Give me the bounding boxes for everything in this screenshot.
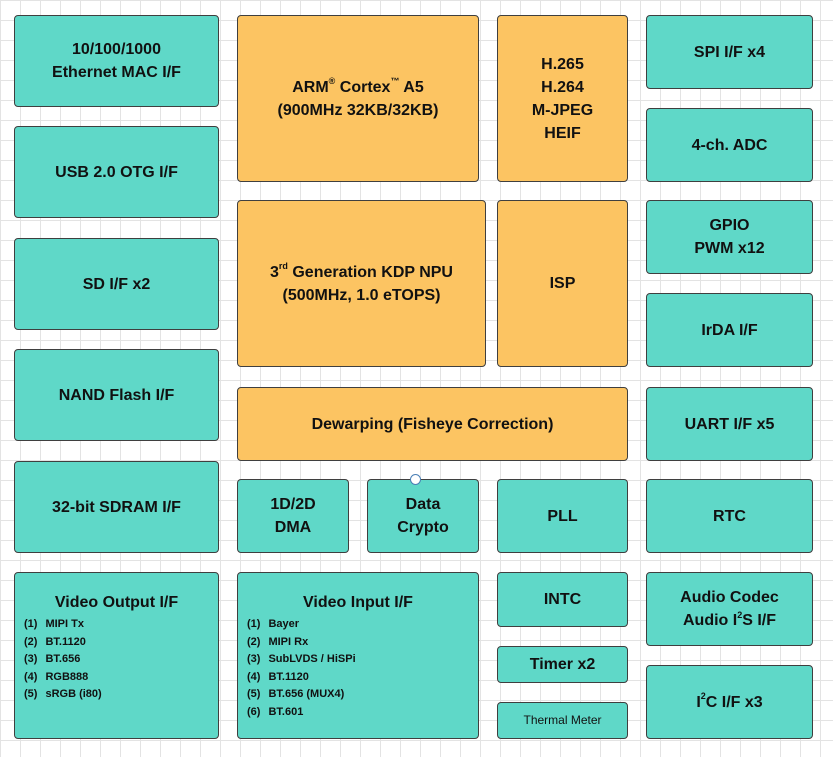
audio-codec-block: Audio Codec Audio I2S I/F xyxy=(646,572,813,646)
audio-i2s-label: Audio I2S I/F xyxy=(682,609,776,629)
video-input-block: Video Input I/F (1)Bayer (2)MIPI Rx (3)S… xyxy=(237,572,479,739)
connection-handle[interactable] xyxy=(410,474,421,485)
list-item: (5)sRGB (i80) xyxy=(24,688,102,700)
list-item: (3)BT.656 xyxy=(24,653,81,665)
crypto-label-1: Data xyxy=(405,496,441,513)
list-item: (4)RGB888 xyxy=(24,670,89,683)
list-item: (1)MIPI Tx xyxy=(24,618,84,630)
isp-label: ISP xyxy=(549,275,576,292)
usb-otg-block: USB 2.0 OTG I/F xyxy=(14,126,219,218)
sd-if-block: SD I/F x2 xyxy=(14,238,219,330)
pll-label: PLL xyxy=(547,507,578,525)
nand-flash-block: NAND Flash I/F xyxy=(14,349,219,441)
video-input-list: (1)Bayer (2)MIPI Rx (3)SubLVDS / HiSPi (… xyxy=(238,616,478,721)
list-item: (1)Bayer xyxy=(247,618,300,630)
pll-block: PLL xyxy=(497,479,628,553)
sd-if-label: SD I/F x2 xyxy=(82,275,151,293)
irda-block: IrDA I/F xyxy=(646,293,813,367)
npu-label: 3rd Generation KDP NPU xyxy=(270,261,453,281)
pwm-label: PWM x12 xyxy=(694,240,765,257)
timer-label: Timer x2 xyxy=(529,656,596,673)
video-input-title: Video Input I/F xyxy=(303,594,413,611)
codec-h265: H.265 xyxy=(541,55,584,73)
codec-h264: H.264 xyxy=(541,78,584,96)
arm-cortex-block: ARM® Cortex™ A5 (900MHz 32KB/32KB) xyxy=(237,15,479,182)
list-item: (4)BT.1120 xyxy=(247,670,309,683)
codec-block: H.265 H.264 M-JPEG HEIF xyxy=(497,15,628,182)
adc-block: 4-ch. ADC xyxy=(646,108,813,182)
usb-otg-label: USB 2.0 OTG I/F xyxy=(55,163,178,181)
dewarping-block: Dewarping (Fisheye Correction) xyxy=(237,387,628,461)
dma-label-2: DMA xyxy=(274,519,312,536)
isp-block: ISP xyxy=(497,200,628,367)
list-item: (3)SubLVDS / HiSPi xyxy=(247,653,356,665)
thermal-meter-label: Thermal Meter xyxy=(523,713,602,727)
rtc-block: RTC xyxy=(646,479,813,553)
timer-block: Timer x2 xyxy=(497,646,628,683)
uart-block: UART I/F x5 xyxy=(646,387,813,461)
npu-spec: (500MHz, 1.0 eTOPS) xyxy=(282,286,441,304)
irda-label: IrDA I/F xyxy=(701,321,758,339)
list-item: (5)BT.656 (MUX4) xyxy=(247,688,345,700)
list-item: (2)MIPI Rx xyxy=(247,635,309,648)
uart-label: UART I/F x5 xyxy=(684,415,775,433)
crypto-label-2: Crypto xyxy=(397,519,449,536)
gpio-pwm-block: GPIO PWM x12 xyxy=(646,200,813,274)
codec-mjpeg: M-JPEG xyxy=(531,101,594,119)
list-item: (6)BT.601 xyxy=(247,705,304,718)
i2c-label: I2C I/F x3 xyxy=(696,691,763,711)
thermal-meter-block: Thermal Meter xyxy=(497,702,628,739)
gpio-label: GPIO xyxy=(709,217,750,234)
video-output-block: Video Output I/F (1)MIPI Tx (2)BT.1120 (… xyxy=(14,572,219,739)
ethernet-mac-block: 10/100/1000 Ethernet MAC I/F xyxy=(14,15,219,107)
list-item: (2)BT.1120 xyxy=(24,635,86,648)
sdram-label: 32-bit SDRAM I/F xyxy=(52,498,181,516)
data-crypto-block: Data Crypto xyxy=(367,479,479,553)
arm-cortex-label: ARM® Cortex™ A5 xyxy=(292,76,424,96)
ethernet-speed-label: 10/100/1000 xyxy=(72,41,161,58)
dma-label-1: 1D/2D xyxy=(270,496,316,513)
dewarping-label: Dewarping (Fisheye Correction) xyxy=(311,415,554,433)
audio-codec-label: Audio Codec xyxy=(680,589,779,606)
ethernet-mac-label: Ethernet MAC I/F xyxy=(52,64,181,81)
intc-block: INTC xyxy=(497,572,628,627)
video-output-title: Video Output I/F xyxy=(54,594,179,611)
sdram-block: 32-bit SDRAM I/F xyxy=(14,461,219,553)
arm-cortex-spec: (900MHz 32KB/32KB) xyxy=(277,101,439,119)
npu-block: 3rd Generation KDP NPU (500MHz, 1.0 eTOP… xyxy=(237,200,486,367)
codec-heif: HEIF xyxy=(544,124,581,142)
intc-label: INTC xyxy=(543,591,582,608)
nand-flash-label: NAND Flash I/F xyxy=(58,386,175,404)
spi-block: SPI I/F x4 xyxy=(646,15,813,89)
i2c-block: I2C I/F x3 xyxy=(646,665,813,739)
video-output-list: (1)MIPI Tx (2)BT.1120 (3)BT.656 (4)RGB88… xyxy=(15,616,218,704)
rtc-label: RTC xyxy=(713,507,746,525)
adc-label: 4-ch. ADC xyxy=(691,136,768,154)
dma-block: 1D/2D DMA xyxy=(237,479,349,553)
spi-label: SPI I/F x4 xyxy=(693,43,766,61)
